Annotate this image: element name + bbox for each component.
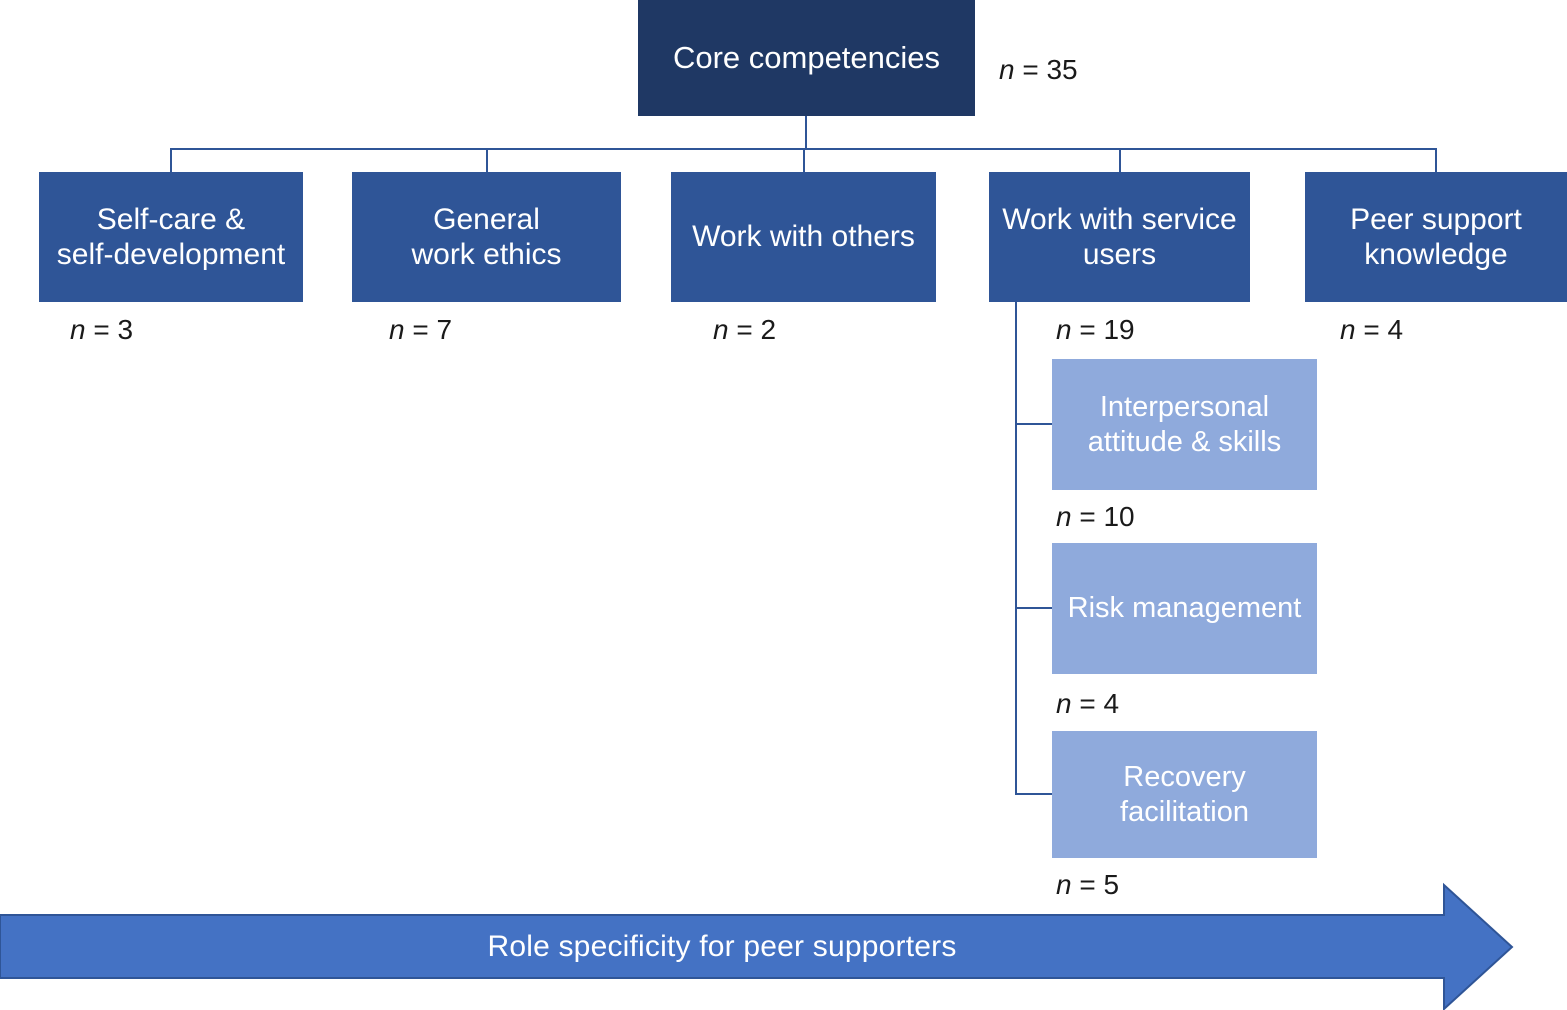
connector-drop-4 bbox=[1119, 148, 1121, 172]
node-general-work-ethics[interactable]: General work ethics bbox=[352, 172, 621, 302]
n-label-core-competencies: n = 35 bbox=[999, 54, 1078, 85]
node-interpersonal-attitude-and-skills[interactable]: Interpersonal attitude & skills bbox=[1052, 359, 1317, 490]
node-label: Interpersonal attitude & skills bbox=[1087, 391, 1282, 458]
connector-subtree-spine bbox=[1015, 302, 1017, 795]
n-label-risk-management: n = 4 bbox=[1056, 688, 1120, 719]
node-recovery-facilitation[interactable]: Recovery facilitation bbox=[1052, 731, 1317, 858]
node-label: Work with others bbox=[692, 220, 915, 254]
node-risk-management[interactable]: Risk management bbox=[1052, 543, 1317, 674]
node-label: Recovery facilitation bbox=[1120, 761, 1249, 828]
node-label: Risk management bbox=[1067, 592, 1302, 625]
n-label-recovery-facilitation: n = 5 bbox=[1056, 869, 1120, 900]
node-self-care-and-self-development[interactable]: Self-care & self-development bbox=[39, 172, 303, 302]
connector-subtree-branch-3 bbox=[1015, 793, 1053, 795]
node-peer-support-knowledge[interactable]: Peer support knowledge bbox=[1305, 172, 1567, 302]
connector-drop-5 bbox=[1435, 148, 1437, 172]
n-label-peer-support-knowledge: n = 4 bbox=[1340, 314, 1404, 345]
node-label: Work with service users bbox=[1002, 202, 1237, 271]
n-label-self-care-and-self-development: n = 3 bbox=[70, 314, 134, 345]
n-label-general-work-ethics: n = 7 bbox=[389, 314, 453, 345]
connector-root-stem bbox=[805, 116, 807, 150]
node-label: Self-care & self-development bbox=[56, 202, 286, 271]
node-work-with-service-users[interactable]: Work with service users bbox=[989, 172, 1250, 302]
n-label-interpersonal-attitude-and-skills: n = 10 bbox=[1056, 501, 1135, 532]
n-label-work-with-others: n = 2 bbox=[713, 314, 777, 345]
node-label: General work ethics bbox=[411, 202, 562, 271]
node-work-with-others[interactable]: Work with others bbox=[671, 172, 936, 302]
connector-drop-1 bbox=[170, 148, 172, 172]
connector-drop-2 bbox=[486, 148, 488, 172]
node-label: Peer support knowledge bbox=[1350, 202, 1522, 271]
node-core-competencies[interactable]: Core competencies bbox=[638, 0, 975, 116]
role-specificity-arrow-label: Role specificity for peer supporters bbox=[487, 929, 957, 963]
node-label: Core competencies bbox=[672, 39, 941, 75]
connector-drop-3 bbox=[803, 148, 805, 172]
n-label-work-with-service-users: n = 19 bbox=[1056, 314, 1135, 345]
role-specificity-arrow-icon bbox=[0, 882, 1514, 1010]
connector-subtree-branch-2 bbox=[1015, 607, 1053, 609]
connector-subtree-branch-1 bbox=[1015, 423, 1053, 425]
